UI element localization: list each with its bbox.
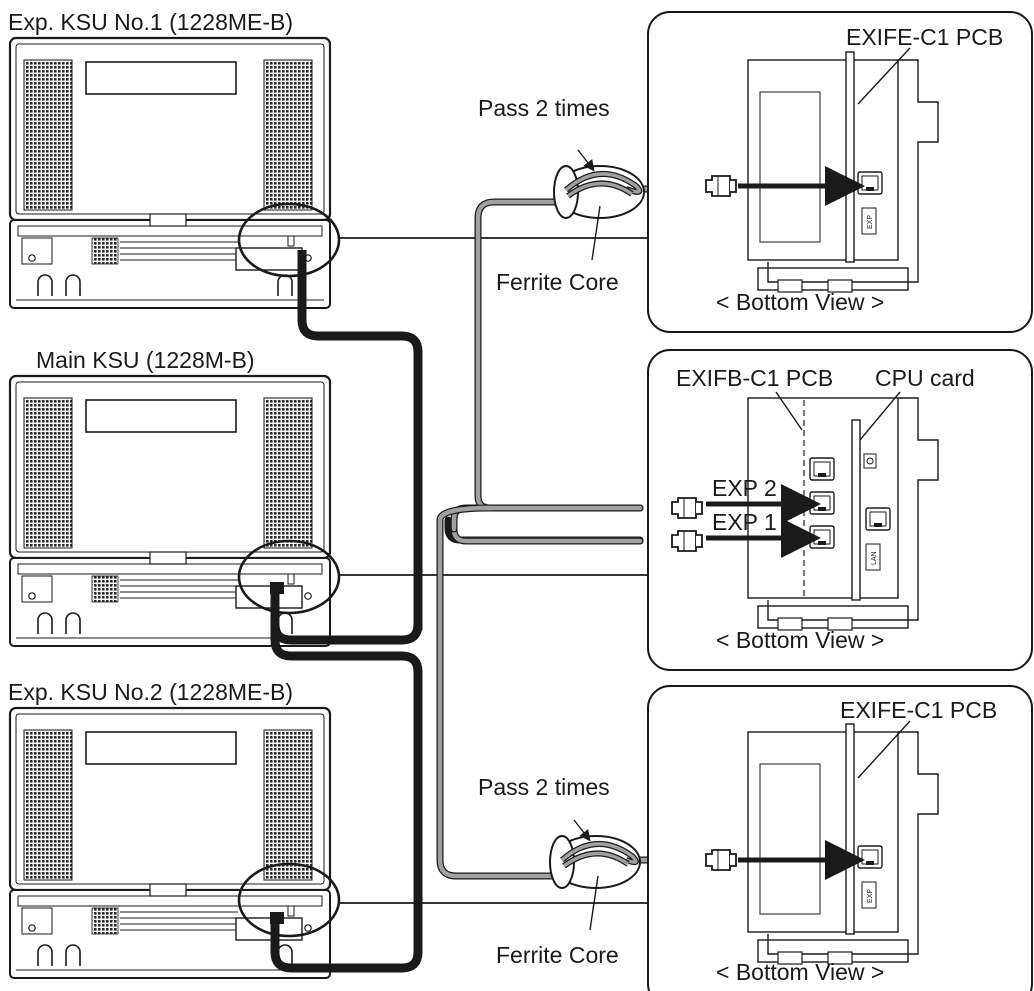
exp-port-tag: EXP <box>867 889 874 903</box>
unused-port-icon <box>809 457 835 481</box>
ferrite-core-top <box>553 149 645 261</box>
pass-label-top: Pass 2 times <box>478 95 610 121</box>
exp-port-icon <box>857 171 883 195</box>
main-ksu: Main KSU (1228M-B) <box>8 347 341 648</box>
leader-lines <box>339 237 648 904</box>
exp2-label: EXP 2 <box>712 475 777 501</box>
pass-label-bottom: Pass 2 times <box>478 774 610 800</box>
exp-ksu-1: Exp. KSU No.1 (1228ME-B) <box>8 9 341 310</box>
lan-port-tag: LAN <box>871 551 878 565</box>
exp-ksu-2-title: Exp. KSU No.2 (1228ME-B) <box>8 679 293 705</box>
main-ksu-title: Main KSU (1228M-B) <box>36 347 255 373</box>
lan-port-icon <box>865 507 891 531</box>
exp-port-tag: EXP <box>867 215 874 229</box>
cpu-card-label: CPU card <box>875 365 975 391</box>
exp2-port-icon <box>809 491 835 515</box>
board-label-middle: EXIFB-C1 PCB <box>676 365 833 391</box>
board-label-top: EXIFE-C1 PCB <box>846 24 1003 50</box>
ground-cables <box>270 250 423 973</box>
view-label-bottom: < Bottom View > <box>716 959 884 985</box>
board-label-bottom: EXIFE-C1 PCB <box>840 697 997 723</box>
exp1-port-icon <box>809 525 835 549</box>
exp1-label: EXP 1 <box>712 509 777 535</box>
port-highlight-ellipse <box>237 202 341 278</box>
exp-ksu-1-title: Exp. KSU No.1 (1228ME-B) <box>8 9 293 35</box>
view-label-middle: < Bottom View > <box>716 627 884 653</box>
ferrite-core-label-bottom: Ferrite Core <box>496 942 619 968</box>
callout-middle: LAN EXIFB-C1 PCB CPU card EXP 2 EXP 1 < … <box>647 349 1033 671</box>
ferrite-core-label-top: Ferrite Core <box>496 269 619 295</box>
view-label-top: < Bottom View > <box>716 289 884 315</box>
port-highlight-ellipse <box>237 539 341 615</box>
exp-port-icon <box>857 845 883 869</box>
ferrite-core-bottom <box>549 819 641 931</box>
exp-ksu-2: Exp. KSU No.2 (1228ME-B) <box>8 679 341 980</box>
callout-bottom: EXP EXIFE-C1 PCB < Bottom View > <box>647 685 1033 991</box>
port-highlight-ellipse <box>237 862 341 938</box>
callout-top: EXP EXIFE-C1 PCB < Bottom View > <box>647 11 1033 333</box>
